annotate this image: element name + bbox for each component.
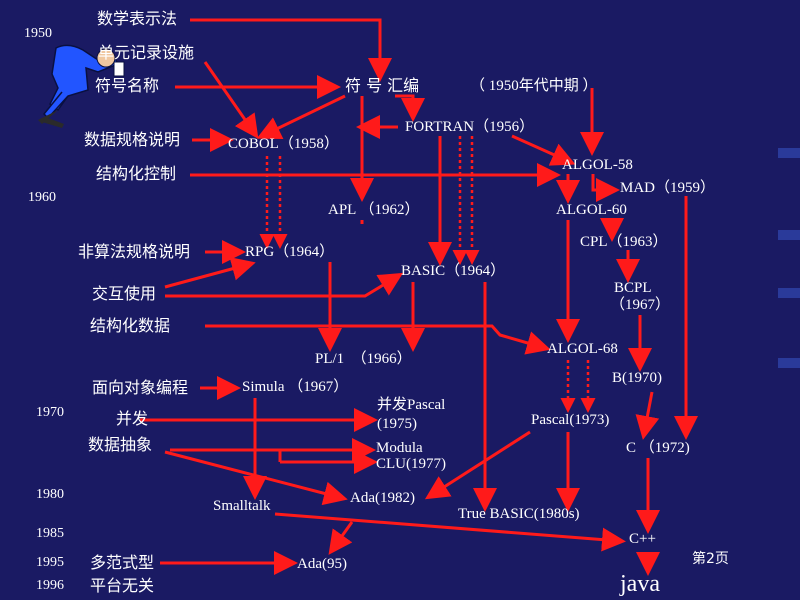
node-fortran: FORTRAN（1956） <box>405 119 535 135</box>
year-1970: 1970 <box>36 405 64 420</box>
node-cobol: COBOL（1958） <box>228 136 339 152</box>
node-java: java <box>620 571 660 597</box>
arrow-assembler-to-cobol <box>256 94 346 139</box>
concept-data-spec: 数据规格说明 <box>84 130 181 149</box>
person-illustration <box>38 44 125 128</box>
arrow-unit-to-cobol <box>203 61 259 139</box>
arrow-abstraction-to-modula <box>170 448 282 462</box>
node-clu: CLU(1977) <box>376 456 446 472</box>
decorative-bars <box>778 148 800 368</box>
arrow-smalltalk-to-cpp <box>274 512 626 552</box>
arrow-interactive-to-rpg <box>164 257 256 289</box>
concept-platform-independent: 平台无关 <box>90 576 155 595</box>
year-1950: 1950 <box>24 26 52 41</box>
concept-math-notation: 数学表示法 <box>97 9 178 28</box>
node-mid-1950s: （ 1950年代中期 ） <box>470 78 598 94</box>
node-concurrent-pascal-year: (1975) <box>377 416 417 432</box>
node-true-basic: True BASIC(1980s) <box>458 506 580 522</box>
concept-structured-data: 结构化数据 <box>90 316 171 335</box>
node-ada82: Ada(1982) <box>350 490 415 506</box>
node-basic: BASIC（1964） <box>401 263 506 279</box>
concept-oop: 面向对象编程 <box>92 378 189 397</box>
arrow-math-to-assembler <box>190 18 392 82</box>
node-mad: MAD（1959） <box>620 180 716 196</box>
arrow-b-to-c <box>635 391 660 440</box>
arrow-interactive-to-basic <box>165 272 404 298</box>
node-bcpl-year: （1967） <box>610 297 671 313</box>
concept-structured-control: 结构化控制 <box>96 164 177 183</box>
node-rpg: RPG（1964） <box>245 244 335 260</box>
node-algol58: ALGOL-58 <box>562 157 633 173</box>
page-number: 第2页 <box>692 551 729 567</box>
concept-unit-record: 单元记录设施 <box>98 43 195 62</box>
concept-non-algorithmic-spec: 非算法规格说明 <box>78 242 191 261</box>
year-1995: 1995 <box>36 555 64 570</box>
year-1960: 1960 <box>28 190 56 205</box>
node-b: B(1970) <box>612 370 662 386</box>
year-1996: 1996 <box>36 578 64 593</box>
arrow-algol58-to-mad <box>591 174 620 202</box>
node-bcpl: BCPL <box>614 280 652 296</box>
concept-data-abstraction: 数据抽象 <box>88 435 153 454</box>
node-cpp: C++ <box>629 531 656 547</box>
node-modula: Modula <box>376 440 423 456</box>
node-algol60: ALGOL-60 <box>556 202 627 218</box>
node-ada95: Ada(95) <box>297 556 347 572</box>
node-pl1: PL/1 （1966） <box>315 351 412 367</box>
arrow-ada82-to-ada95 <box>328 521 354 555</box>
arrow-structdata-to-algol68 <box>205 324 551 355</box>
node-c: C （1972) <box>626 440 690 456</box>
arrow-fortran-to-algol58 <box>511 134 576 166</box>
node-algol68: ALGOL-68 <box>547 341 618 357</box>
node-simula: Simula （1967） <box>242 379 349 395</box>
concept-concurrency: 并发 <box>116 409 149 428</box>
node-pascal: Pascal(1973) <box>531 412 610 428</box>
concept-symbolic-names: 符号名称 <box>95 76 160 95</box>
arrow-pascal-to-ada82 <box>424 430 531 500</box>
node-concurrent-pascal: 并发Pascal <box>377 397 446 413</box>
concept-multiparadigm: 多范式型 <box>90 553 155 572</box>
node-smalltalk: Smalltalk <box>213 498 271 514</box>
arrow-assembler-to-fortran <box>395 94 425 122</box>
node-assembler: 符 号 汇编 <box>345 76 420 95</box>
node-apl: APL （1962） <box>328 202 420 218</box>
year-1985: 1985 <box>36 526 64 541</box>
year-1980: 1980 <box>36 487 64 502</box>
node-cpl: CPL（1963） <box>580 234 668 250</box>
concept-interactive-use: 交互使用 <box>92 284 157 303</box>
